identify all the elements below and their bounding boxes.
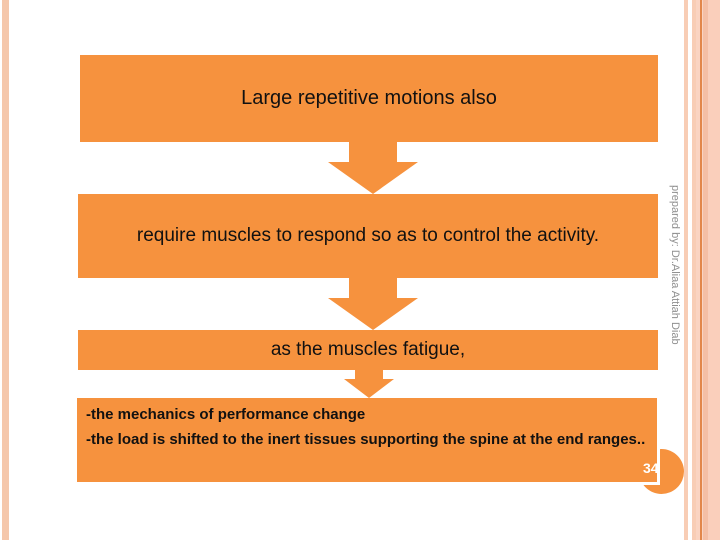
right-edge-accent-line xyxy=(700,0,702,540)
right-edge-band-inner xyxy=(703,0,708,540)
title-box: Large repetitive motions also xyxy=(80,55,658,142)
credit-vertical-text: prepared by: Dr.Aliaa Attiah Diab xyxy=(669,185,681,345)
right-edge-band-outer xyxy=(708,0,720,540)
step2-text: require muscles to respond so as to cont… xyxy=(136,225,600,246)
right-edge-stripe-1 xyxy=(684,0,688,540)
page-number: 34 xyxy=(643,460,659,476)
step4-box: -the mechanics of performance change -th… xyxy=(77,398,660,485)
step2-box: require muscles to respond so as to cont… xyxy=(78,194,658,278)
step4-line2: -the load is shifted to the inert tissue… xyxy=(86,431,646,448)
title-text: Large repetitive motions also xyxy=(241,87,497,109)
down-arrow-icon xyxy=(328,142,418,194)
down-arrow-icon xyxy=(344,370,394,398)
right-edge-stripe-2 xyxy=(692,0,696,540)
step3-text: as the muscles fatigue, xyxy=(270,339,466,360)
step3-box: as the muscles fatigue, xyxy=(78,330,658,370)
step4-line1: -the mechanics of performance change xyxy=(86,406,366,423)
left-edge-stripe xyxy=(2,0,9,540)
down-arrow-icon xyxy=(328,278,418,330)
